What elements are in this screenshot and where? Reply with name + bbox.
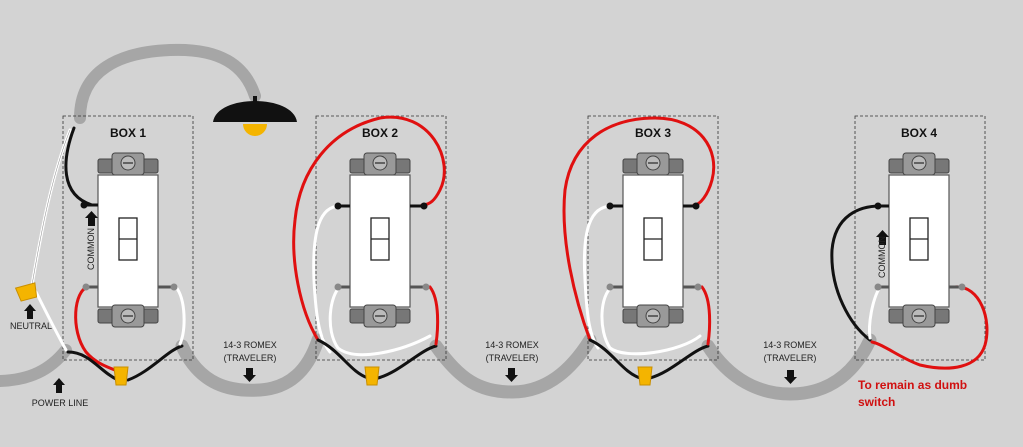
switch-box-4: [888, 152, 950, 328]
box4-white-traveler: [868, 285, 882, 340]
wires: [30, 115, 989, 382]
box2-white-left: [312, 204, 342, 354]
romex-2-label-line1: 14-3 ROMEX: [485, 340, 539, 350]
box-4-outline: [854, 115, 986, 361]
romex-3-label-line1: 14-3 ROMEX: [763, 340, 817, 350]
romex-3-label-line2: (TRAVELER): [764, 353, 817, 363]
box1-black-traveler: [126, 344, 184, 382]
romex-2-label-line2: (TRAVELER): [486, 353, 539, 363]
box-1-title: BOX 1: [110, 126, 146, 140]
switch-box-1: [97, 152, 159, 328]
box2-black-traveler: [376, 344, 438, 380]
box-2-title: BOX 2: [362, 126, 398, 140]
terminal-screws: [80, 201, 966, 291]
box2-black-nut: [316, 338, 370, 380]
box1-wire-nut: [113, 366, 129, 386]
box2-red-traveler: [428, 285, 440, 346]
common-label-box4: COMMON: [877, 236, 887, 278]
romex-arrow-2: [505, 368, 518, 382]
box3-black-traveler: [648, 344, 710, 380]
box1-black-nut: [66, 350, 120, 382]
neutral-label: NEUTRAL: [10, 321, 52, 331]
lamp-cable: [74, 43, 261, 124]
dumb-switch-note-line1: To remain as dumb: [858, 378, 967, 392]
romex-1-label-line2: (TRAVELER): [224, 353, 277, 363]
switch-box-2: [349, 152, 411, 328]
box2-wire-nut: [364, 366, 380, 386]
box1-black-common: [64, 126, 94, 207]
box4-black-common: [830, 204, 882, 342]
neutral-wire-nut: [14, 282, 38, 302]
wire-nuts: [14, 282, 653, 386]
common-label-box1: COMMON: [86, 228, 96, 270]
box3-wire-nut: [637, 366, 653, 386]
neutral-arrow: [24, 304, 36, 319]
box3-white-left: [582, 204, 614, 350]
box-1-outline: [62, 115, 194, 361]
junction-boxes: [62, 115, 986, 361]
neutral-wire-power: [34, 290, 68, 352]
lamp: [213, 96, 297, 136]
box3-red-traveler: [700, 285, 712, 346]
box3-red-loop: [562, 116, 716, 342]
box2-red-loop: [292, 115, 446, 342]
text-labels: BOX 1 BOX 2 BOX 3 BOX 4 COMMON COMMON NE…: [10, 126, 967, 409]
common-arrow-box4: [876, 230, 889, 245]
power-line-arrow: [53, 378, 65, 393]
pointer-arrows: [24, 211, 889, 393]
box2-white-lower: [328, 285, 432, 357]
box-3-title: BOX 3: [635, 126, 671, 140]
cables: [0, 43, 877, 401]
box-3-outline: [587, 115, 719, 361]
romex-arrow-3: [784, 370, 797, 384]
box4-red-traveler: [870, 285, 989, 370]
romex-traveler-2: [429, 333, 597, 399]
box3-white-lower: [600, 285, 702, 356]
romex-traveler-1: [175, 333, 325, 397]
power-line-label: POWER LINE: [32, 398, 89, 408]
neutral-wire-lamp: [30, 128, 72, 287]
romex-1-label-line1: 14-3 ROMEX: [223, 340, 277, 350]
box1-red-hot: [74, 285, 122, 374]
box-4-title: BOX 4: [901, 126, 937, 140]
switch-box-3: [622, 152, 684, 328]
romex-arrow-1: [243, 368, 256, 382]
power-line-cable: [0, 344, 72, 387]
common-arrow-box1: [85, 211, 98, 226]
dumb-switch-note-line2: switch: [858, 395, 895, 409]
box3-black-nut: [588, 338, 642, 380]
neutral-wire-lamp-outline: [31, 129, 71, 286]
box1-white-traveler: [174, 285, 186, 346]
romex-traveler-3: [701, 333, 877, 401]
